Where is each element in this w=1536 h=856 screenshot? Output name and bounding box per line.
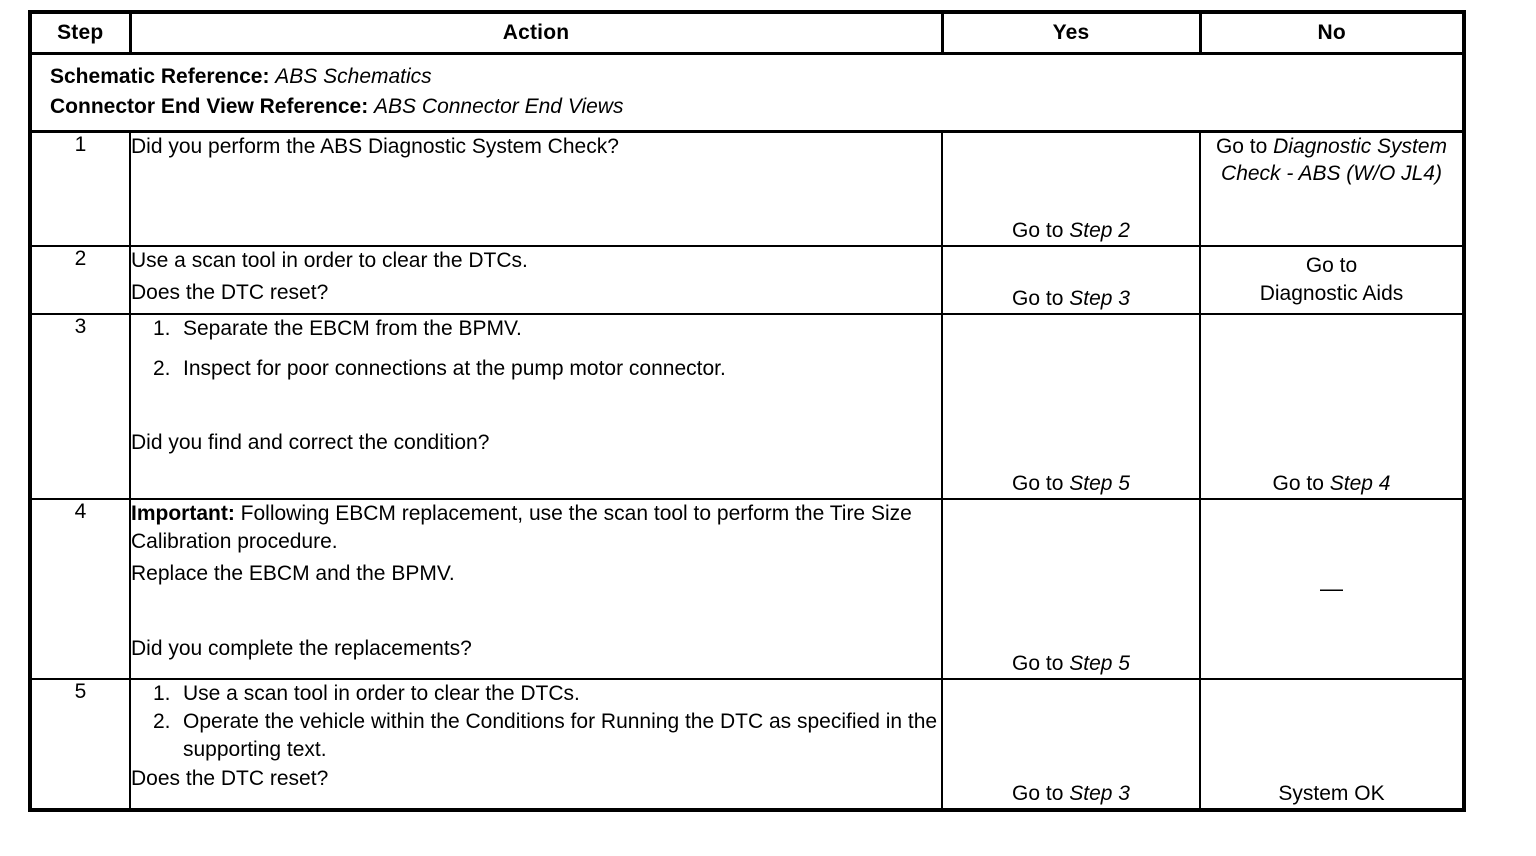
- no-line1-step-2: Go to: [1305, 254, 1358, 278]
- no-cell-step-5: System OK: [1199, 677, 1465, 811]
- no-answer-step-3[interactable]: Go to Step 4: [1201, 470, 1462, 497]
- yes-cell-step-2: Go to Step 3: [941, 244, 1201, 315]
- yes-prefix-step-1: Go to: [1012, 219, 1070, 243]
- table-row-step-5: 5 1. Use a scan tool in order to clear t…: [29, 677, 1465, 811]
- action-steps-list-step-3: 1. Separate the EBCM from the BPMV. 2. I…: [131, 315, 941, 384]
- action-cell-step-1: Did you perform the ABS Diagnostic Syste…: [129, 130, 943, 247]
- table-row-step-3: 3 1. Separate the EBCM from the BPMV. 2.…: [29, 312, 1465, 500]
- action-cell-step-4: Important: Following EBCM replacement, u…: [129, 497, 943, 680]
- table-row-step-1: 1 Did you perform the ABS Diagnostic Sys…: [29, 130, 1465, 247]
- list-item-number: 2.: [153, 356, 171, 380]
- list-item-number: 1.: [153, 316, 171, 340]
- action-question-step-4: Did you complete the replacements?: [131, 636, 472, 660]
- yes-ref-step-3: Step 5: [1069, 472, 1130, 496]
- no-cell-step-3: Go to Step 4: [1199, 312, 1465, 500]
- list-item: 1. Separate the EBCM from the BPMV.: [153, 315, 941, 343]
- action-question-step-5: Does the DTC reset?: [131, 766, 329, 790]
- list-item-text: Use a scan tool in order to clear the DT…: [183, 681, 580, 705]
- step-number-5: 5: [29, 677, 131, 811]
- yes-answer-step-3[interactable]: Go to Step 5: [943, 470, 1199, 497]
- action-line-step-4: Replace the EBCM and the BPMV.: [131, 562, 455, 586]
- list-item: 2. Inspect for poor connections at the p…: [153, 355, 941, 383]
- schematic-reference-label: Schematic Reference:: [50, 65, 270, 88]
- step-number-2: 2: [29, 244, 131, 315]
- yes-ref-step-1: Step 2: [1069, 219, 1130, 243]
- no-answer-step-1[interactable]: Go to Diagnostic System Check - ABS (W/O…: [1201, 133, 1462, 188]
- yes-answer-step-4[interactable]: Go to Step 5: [943, 650, 1199, 677]
- column-header-yes: Yes: [940, 10, 1202, 55]
- action-question-step-1: Did you perform the ABS Diagnostic Syste…: [131, 134, 619, 158]
- diagnostic-procedure-table: Step Action Yes No Schematic Reference: …: [28, 10, 1466, 812]
- no-prefix-step-1: Go to: [1215, 134, 1274, 158]
- list-item-number: 2.: [153, 709, 171, 733]
- table-row-step-4: 4 Important: Following EBCM replacement,…: [29, 497, 1465, 680]
- list-item: 2. Operate the vehicle within the Condit…: [153, 708, 941, 765]
- action-line-step-2: Use a scan tool in order to clear the DT…: [131, 248, 528, 272]
- yes-cell-step-4: Go to Step 5: [941, 497, 1201, 680]
- connector-end-view-reference-label: Connector End View Reference:: [50, 94, 369, 118]
- yes-cell-step-3: Go to Step 5: [941, 312, 1201, 500]
- table-row-step-2: 2 Use a scan tool in order to clear the …: [29, 244, 1465, 315]
- important-text: Following EBCM replacement, use the scan…: [131, 501, 912, 553]
- list-item-text: Operate the vehicle within the Condition…: [183, 709, 938, 762]
- no-prefix-step-3: Go to: [1272, 472, 1330, 496]
- schematic-reference-line: Schematic Reference: ABS Schematics: [50, 62, 1462, 92]
- list-item-number: 1.: [153, 681, 171, 705]
- important-label: Important:: [131, 501, 235, 525]
- table-header-row: Step Action Yes No: [30, 10, 1464, 55]
- no-answer-step-5[interactable]: System OK: [1278, 782, 1385, 806]
- no-line2-step-2: Diagnostic Aids: [1259, 281, 1404, 305]
- list-spacer: [153, 343, 941, 355]
- yes-ref-step-2: Step 3: [1069, 287, 1130, 311]
- action-cell-step-3: 1. Separate the EBCM from the BPMV. 2. I…: [129, 312, 943, 500]
- step-number-3: 3: [29, 312, 131, 500]
- yes-ref-step-5: Step 3: [1069, 782, 1130, 806]
- yes-prefix-step-3: Go to: [1012, 472, 1070, 496]
- yes-answer-step-2[interactable]: Go to Step 3: [943, 285, 1199, 312]
- yes-prefix-step-5: Go to: [1012, 782, 1070, 806]
- no-answer-dash-step-4: —: [1320, 575, 1343, 602]
- column-header-action: Action: [128, 10, 944, 55]
- list-item-text: Separate the EBCM from the BPMV.: [183, 316, 522, 340]
- list-item-text: Inspect for poor connections at the pump…: [183, 356, 726, 380]
- yes-answer-step-5[interactable]: Go to Step 3: [943, 780, 1199, 807]
- action-steps-list-step-5: 1. Use a scan tool in order to clear the…: [131, 680, 941, 765]
- column-header-no: No: [1198, 10, 1464, 55]
- yes-prefix-step-2: Go to: [1012, 287, 1070, 311]
- list-item: 1. Use a scan tool in order to clear the…: [153, 680, 941, 708]
- reference-band-row: Schematic Reference: ABS Schematics Conn…: [30, 52, 1464, 133]
- yes-answer-step-1[interactable]: Go to Step 2: [943, 217, 1199, 244]
- action-gap: [131, 383, 941, 429]
- no-ref-step-3: Step 4: [1329, 472, 1391, 496]
- connector-end-view-reference-line: Connector End View Reference: ABS Connec…: [50, 92, 1462, 122]
- yes-cell-step-5: Go to Step 3: [941, 677, 1201, 811]
- connector-end-view-reference-value[interactable]: ABS Connector End Views: [374, 94, 624, 118]
- no-cell-step-1: Go to Diagnostic System Check - ABS (W/O…: [1199, 130, 1465, 247]
- no-cell-step-2: Go to Diagnostic Aids: [1199, 244, 1465, 315]
- column-header-step: Step: [30, 10, 132, 55]
- action-gap: [131, 589, 941, 635]
- action-cell-step-5: 1. Use a scan tool in order to clear the…: [129, 677, 943, 811]
- no-ref-step-1: Diagnostic System Check - ABS (W/O JL4): [1221, 134, 1448, 185]
- no-answer-step-2[interactable]: Go to Diagnostic Aids: [1201, 252, 1462, 307]
- important-note-step-4: Important: Following EBCM replacement, u…: [131, 500, 941, 557]
- yes-ref-step-4: Step 5: [1069, 652, 1130, 676]
- schematic-reference-value[interactable]: ABS Schematics: [275, 65, 432, 88]
- action-question-step-2: Does the DTC reset?: [131, 280, 329, 304]
- no-cell-step-4: —: [1199, 497, 1465, 680]
- reference-band-cell: Schematic Reference: ABS Schematics Conn…: [30, 52, 1464, 133]
- yes-cell-step-1: Go to Step 2: [941, 130, 1201, 247]
- step-number-4: 4: [29, 497, 131, 680]
- yes-prefix-step-4: Go to: [1012, 652, 1070, 676]
- action-cell-step-2: Use a scan tool in order to clear the DT…: [129, 244, 943, 315]
- step-number-1: 1: [29, 130, 131, 247]
- action-question-step-3: Did you find and correct the condition?: [131, 431, 490, 455]
